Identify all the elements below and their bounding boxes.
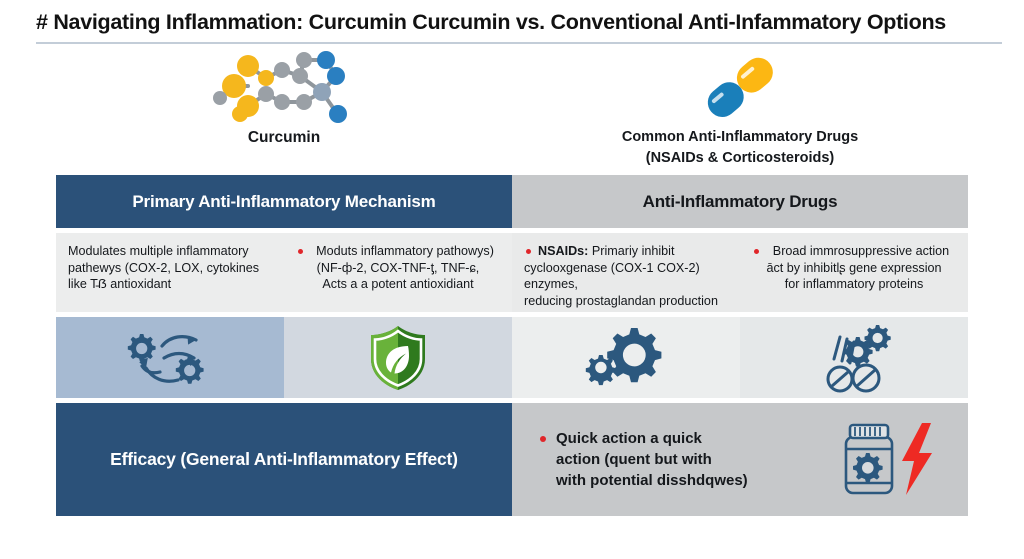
cell-q3-line2: cyclooxgenase (COX-1 COX-2) enzymes, <box>524 260 700 292</box>
cell-nsaids-mechanism: NSAIDs: Primariy inhibit cyclooxgenase (… <box>512 233 740 312</box>
efficacy-right-half: Quick action a quick action (quent but w… <box>512 403 968 516</box>
cell-q4-line3: for inflammatory proteins <box>784 277 924 291</box>
table-text-row: Modulates multiple inflammatory pathewys… <box>56 233 968 312</box>
efficacy-line3: with potential disshdqwes) <box>556 472 748 489</box>
bullet-dot-icon <box>298 249 303 254</box>
efficacy-line1: Quick action a quick <box>556 430 702 447</box>
efficacy-bullet: Quick action a quick <box>538 428 812 449</box>
cell-q4-line2: āct by inhibitlʂ gene expression <box>766 260 942 275</box>
cell-corticosteroids-mechanism: Broad immrosuppressive action āct by inh… <box>740 233 968 312</box>
text-row-right-half: NSAIDs: Primariy inhibit cyclooxgenase (… <box>512 233 968 312</box>
cell-q1-line2: pathewys (COX-2, LOX, cytokines <box>68 260 260 275</box>
cell-q2-line1: Moduts inflammatory pathowys) <box>316 244 494 258</box>
drugs-column-header: Common Anti-Inflammatory Drugs (NSAIDs &… <box>512 48 968 168</box>
cell-q2-bullet: Moduts inflammatory pathowys) <box>296 243 500 260</box>
curcumin-molecule-icon <box>56 48 512 126</box>
cell-q2-line3: Acts a a potent antioxidiant <box>322 277 474 291</box>
icon-cell-pathways <box>56 317 284 398</box>
cell-q1-line1: Modulates multiple inflammatory <box>68 244 249 258</box>
gear-icon <box>584 324 668 392</box>
icon-cell-blocked-pathways <box>740 317 968 398</box>
table-header-row: Primary Anti-Inflammatory Mechanism Anti… <box>56 175 968 228</box>
bullet-dot-icon <box>526 249 531 254</box>
table-icon-row <box>56 317 968 398</box>
illustration-band: Curcumin Common Anti-Inflammatory Drugs … <box>0 48 1024 170</box>
icon-row-right-half <box>512 317 968 398</box>
curcumin-caption: Curcumin <box>247 129 321 146</box>
efficacy-line2: action (quent but with <box>556 451 712 468</box>
cell-q4-line1: Broad immrosuppressive action <box>772 244 950 258</box>
cell-q1-line3: like T̵ẞ antioxidant <box>68 277 172 291</box>
title-divider <box>36 42 1002 44</box>
icon-cell-cox-gear <box>512 317 740 398</box>
gears-cycle-arrows-icon <box>118 328 222 388</box>
efficacy-left-half: Efficacy (General Anti-Inflammatory Effe… <box>56 403 512 516</box>
header-anti-inflammatory-drugs: Anti-Inflammatory Drugs <box>512 175 968 228</box>
drugs-caption-line2: (NSAIDs & Corticosteroids) <box>645 150 835 166</box>
cell-q4-bullet: Broad immrosuppressive action <box>752 243 956 260</box>
efficacy-label: Efficacy (General Anti-Inflammatory Effe… <box>56 403 512 516</box>
cell-q3-lead: NSAIDs: <box>538 244 589 258</box>
cell-q3-line3: reducing prostaglandan production <box>524 293 718 308</box>
icon-row-left-half <box>56 317 512 398</box>
pill-bottle-lightning-icon <box>812 417 968 503</box>
bullet-dot-icon <box>754 249 759 254</box>
cell-q3-bullet: NSAIDs: Primariy inhibit <box>524 243 728 260</box>
shield-leaf-icon <box>367 324 429 392</box>
text-row-left-half: Modulates multiple inflammatory pathewys… <box>56 233 512 312</box>
drugs-caption-line1: Common Anti-Inflammatory Drugs <box>621 129 859 145</box>
title-bar: # Navigating Inflammation: Curcumin Curc… <box>0 0 1024 52</box>
cell-q2-line2: (NF-ф-2, COX-TNF-ƫ, TNF-ɕ, <box>316 260 480 275</box>
icon-cell-antioxidant-shield <box>284 317 512 398</box>
bullet-dot-icon <box>540 436 546 442</box>
header-primary-mechanism: Primary Anti-Inflammatory Mechanism <box>56 175 512 228</box>
comparison-table: Primary Anti-Inflammatory Mechanism Anti… <box>56 175 968 516</box>
capsule-pill-icon <box>512 48 968 126</box>
cell-curcumin-mechanism: Modulates multiple inflammatory pathewys… <box>56 233 284 312</box>
page-title: # Navigating Inflammation: Curcumin Curc… <box>36 10 946 34</box>
header-right-half: Anti-Inflammatory Drugs <box>512 175 968 228</box>
cell-curcumin-pathways: Moduts inflammatory pathowys) (NF-ф-2, C… <box>284 233 512 312</box>
efficacy-drugs-text: Quick action a quick action (quent but w… <box>512 428 812 491</box>
pills-blocked-gears-icon <box>804 323 904 393</box>
header-left-half: Primary Anti-Inflammatory Mechanism <box>56 175 512 228</box>
curcumin-column-header: Curcumin <box>56 48 512 147</box>
efficacy-drugs-cell: Quick action a quick action (quent but w… <box>512 403 968 516</box>
cell-q3-line1: Primariy inhibit <box>588 244 675 258</box>
table-efficacy-row: Efficacy (General Anti-Inflammatory Effe… <box>56 403 968 516</box>
